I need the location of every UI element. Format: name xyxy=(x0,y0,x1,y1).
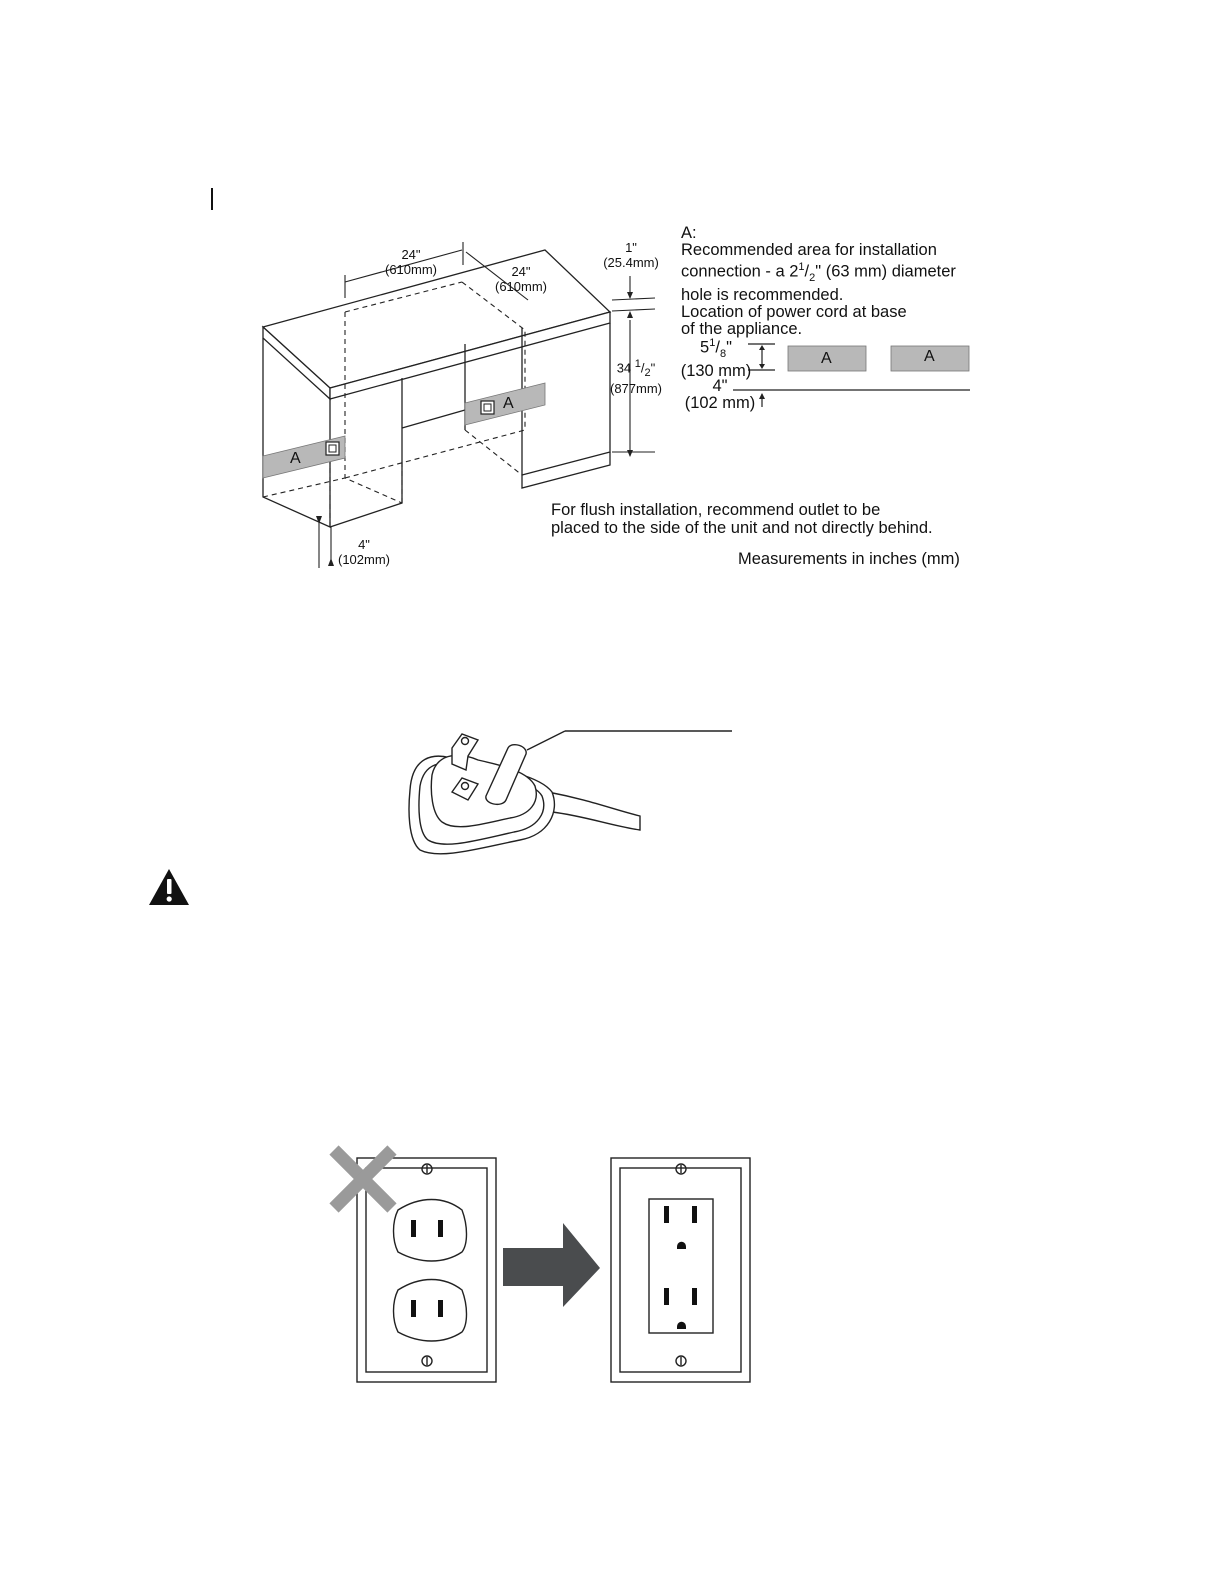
area-label: A xyxy=(503,395,514,412)
dim-base-label: 4" (102mm) xyxy=(337,537,390,567)
detail-upper-label: 51/8" (130 mm) xyxy=(680,337,752,380)
warning-icon xyxy=(149,869,189,905)
legend-heading: A: xyxy=(681,224,697,242)
measurements-note: Measurements in inches (mm) xyxy=(738,550,960,568)
arrow-right-icon xyxy=(503,1223,600,1307)
legend: A: Recommended area for installation con… xyxy=(681,224,956,338)
prohibited-x-icon xyxy=(329,1145,397,1213)
dim-height-label: 34 1/2" (877mm) xyxy=(609,358,662,396)
outlet-icon xyxy=(480,400,495,415)
dim-top-label: 1" (25.4mm) xyxy=(603,240,659,270)
margin-bar xyxy=(211,188,213,210)
dim-depth-label: 24" (610mm) xyxy=(494,264,547,294)
dim-width-label: 24" (610mm) xyxy=(384,247,437,277)
detail-box-label-2: A xyxy=(924,348,935,365)
outlet-icon xyxy=(325,441,340,456)
area-label: A xyxy=(290,450,301,467)
detail-lower-label: 4" (102 mm) xyxy=(684,377,756,412)
detail-box-label-1: A xyxy=(821,350,832,367)
flush-installation-note: For flush installation, recommend outlet… xyxy=(551,501,933,537)
grounded-outlet xyxy=(610,1157,751,1383)
two-prong-outlet xyxy=(356,1157,497,1383)
